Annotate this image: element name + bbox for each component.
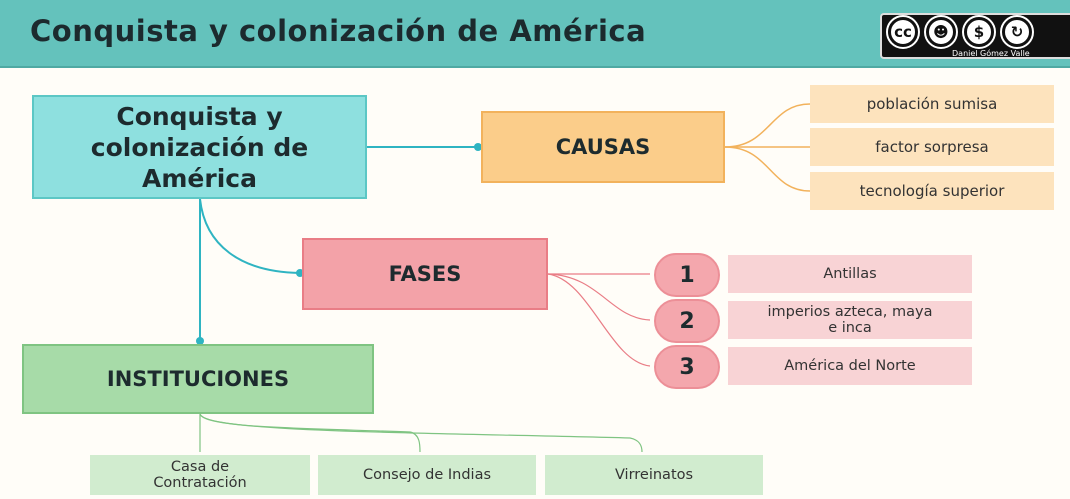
connector-dot-instituciones: [196, 337, 204, 345]
fase-label-text: imperios azteca, maya e inca: [767, 304, 933, 336]
connector-fase-3: [547, 273, 651, 367]
license-author: Daniel Gómez Valle: [952, 49, 1030, 58]
causas-node: CAUSAS: [481, 111, 725, 183]
institucion-item: Consejo de Indias: [318, 455, 536, 495]
cc-icon: cc: [886, 15, 920, 49]
cc-license-badge[interactable]: cc ☻ $ ↻ Daniel Gómez Valle: [880, 13, 1070, 59]
fases-title: FASES: [388, 262, 462, 286]
header-bar: Conquista y colonización de América cc ☻…: [0, 0, 1070, 68]
institucion-item: Casa de Contratación: [90, 455, 310, 495]
sa-icon: ↻: [1000, 15, 1034, 49]
instituciones-node: INSTITUCIONES: [22, 344, 374, 414]
institucion-label: Virreinatos: [614, 467, 694, 483]
nc-icon: $: [962, 15, 996, 49]
fase-label: Antillas: [728, 255, 972, 293]
institucion-label: Casa de Contratación: [153, 459, 247, 491]
institucion-item: Virreinatos: [545, 455, 763, 495]
fase-label: América del Norte: [728, 347, 972, 385]
fase-label-text: Antillas: [823, 266, 877, 282]
connector-dot-causas: [474, 143, 482, 151]
connector-causa-1: [724, 103, 811, 148]
by-icon: ☻: [924, 15, 958, 49]
institucion-label: Consejo de Indias: [362, 467, 492, 483]
causa-item: tecnología superior: [810, 172, 1054, 210]
connector-inst-3: [199, 413, 643, 453]
connector-fase-2: [547, 273, 651, 321]
causas-title: CAUSAS: [555, 135, 651, 159]
connector-root-fases: [199, 198, 301, 274]
instituciones-title: INSTITUCIONES: [106, 367, 290, 391]
fase-label: imperios azteca, maya e inca: [728, 301, 972, 339]
root-node-label: Conquista y colonización de América: [90, 101, 309, 193]
causa-item: población sumisa: [810, 85, 1054, 123]
root-node: Conquista y colonización de América: [32, 95, 367, 199]
connector-inst-2: [199, 413, 421, 453]
fases-node: FASES: [302, 238, 548, 310]
fase-number: 2: [654, 299, 720, 343]
causa-item: factor sorpresa: [810, 128, 1054, 166]
fase-label-text: América del Norte: [784, 358, 916, 374]
page-title: Conquista y colonización de América: [30, 14, 647, 48]
fase-number: 1: [654, 253, 720, 297]
fase-number: 3: [654, 345, 720, 389]
connector-causa-3: [724, 146, 811, 192]
